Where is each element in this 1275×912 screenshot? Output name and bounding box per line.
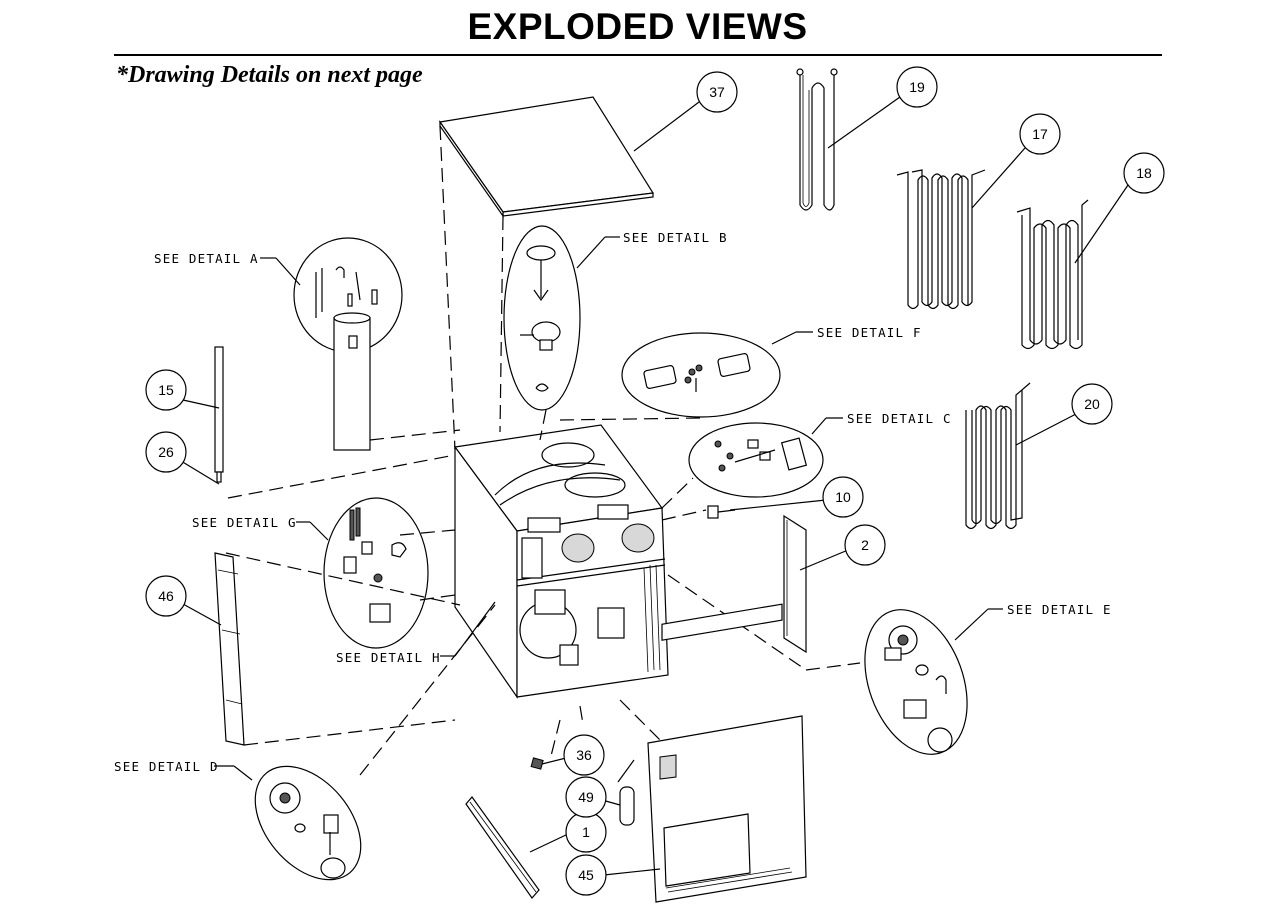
detail-c-bubble — [688, 422, 824, 498]
callout-26: 26 — [145, 431, 187, 473]
svg-text:37: 37 — [709, 84, 725, 100]
detail-c-label: SEE DETAIL C — [847, 411, 952, 426]
assembly-lines — [225, 125, 861, 776]
detail-b-label: SEE DETAIL B — [623, 230, 728, 245]
svg-text:45: 45 — [578, 867, 594, 883]
svg-text:36: 36 — [576, 747, 592, 763]
callout-17: 17 — [1019, 113, 1061, 155]
drawing-details-note: *Drawing Details on next page — [116, 62, 423, 88]
page-title: EXPLODED VIEWS — [467, 6, 808, 47]
svg-text:18: 18 — [1136, 165, 1152, 181]
handle-49-part — [619, 786, 635, 826]
svg-text:49: 49 — [578, 789, 594, 805]
svg-text:46: 46 — [158, 588, 174, 604]
svg-text:15: 15 — [158, 382, 174, 398]
callout-2: 2 — [844, 524, 886, 566]
callout-49: 49 — [565, 776, 607, 818]
detail-f-bubble — [621, 332, 781, 418]
side-panel-46-part — [214, 552, 245, 746]
detail-g-bubble — [323, 497, 429, 649]
filter-tube-part — [333, 312, 371, 451]
callout-20: 20 — [1071, 383, 1113, 425]
callout-45: 45 — [565, 854, 607, 896]
callout-1: 1 — [565, 811, 607, 853]
clip-36-part — [530, 757, 544, 770]
detail-h-label: SEE DETAIL H — [336, 650, 441, 665]
coil-18-part — [1016, 199, 1089, 350]
callout-46: 46 — [145, 575, 187, 617]
callout-37: 37 — [696, 71, 738, 113]
svg-text:10: 10 — [835, 489, 851, 505]
coil-19-part — [796, 68, 838, 211]
main-cabinet-part — [453, 424, 669, 699]
top-panel-part — [438, 96, 655, 218]
svg-text:2: 2 — [861, 537, 869, 553]
coil-20-part — [965, 382, 1031, 530]
svg-text:19: 19 — [909, 79, 925, 95]
callout-18: 18 — [1123, 152, 1165, 194]
callout-15: 15 — [145, 369, 187, 411]
coil-17-part — [896, 169, 986, 310]
detail-f-label: SEE DETAIL F — [817, 325, 922, 340]
svg-text:20: 20 — [1084, 396, 1100, 412]
detail-d-bubble — [254, 765, 362, 881]
trim-1-part — [465, 796, 540, 899]
detail-g-label: SEE DETAIL G — [192, 515, 297, 530]
callout-10: 10 — [822, 476, 864, 518]
callout-36: 36 — [563, 734, 605, 776]
panel-2-part — [783, 514, 807, 654]
detail-b-bubble — [503, 225, 581, 411]
callout-19: 19 — [896, 66, 938, 108]
detail-d-label: SEE DETAIL D — [114, 759, 219, 774]
svg-text:26: 26 — [158, 444, 174, 460]
front-panel-45-part — [647, 603, 807, 903]
rod-15-part — [214, 346, 224, 483]
svg-text:17: 17 — [1032, 126, 1048, 142]
fitting-10-part — [707, 505, 736, 519]
svg-text:1: 1 — [582, 824, 590, 840]
detail-e-bubble — [864, 609, 968, 755]
detail-a-label: SEE DETAIL A — [154, 251, 259, 266]
detail-e-label: SEE DETAIL E — [1007, 602, 1112, 617]
